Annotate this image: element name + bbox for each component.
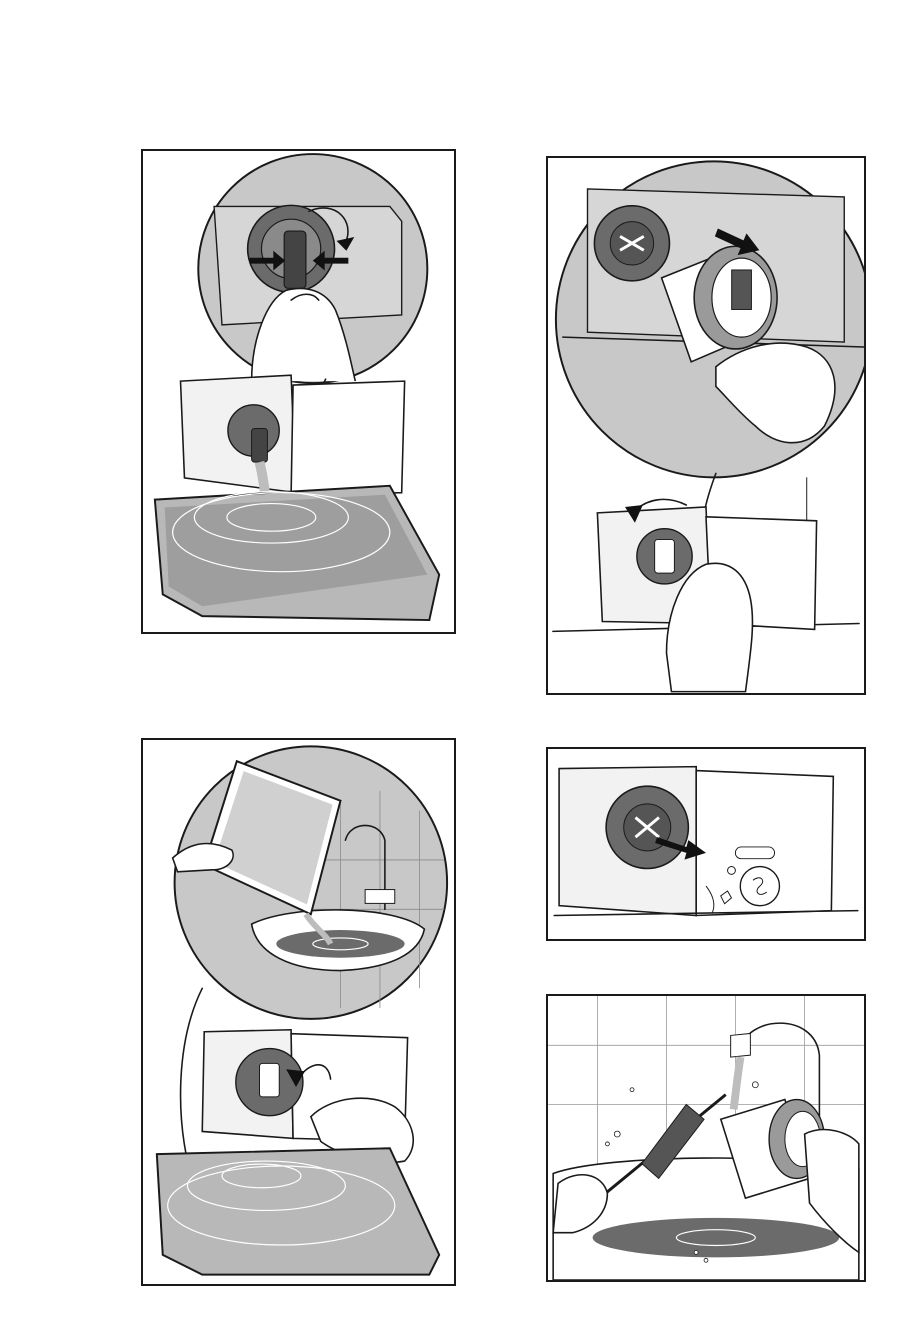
filter-removal-illustration (548, 158, 864, 693)
service-flap (291, 381, 405, 496)
clean-housing-illustration (548, 749, 864, 939)
panel-clean-pump-housing (546, 747, 866, 941)
panel-rinse-filter-with-brush (546, 994, 866, 1282)
panel-drain-emergency-hose (141, 149, 456, 634)
panel-empty-tray-into-sink (141, 738, 456, 1286)
panel-remove-pump-filter (546, 156, 866, 695)
rinse-filter-illustration (548, 996, 864, 1280)
water-tray-icon (157, 1148, 439, 1274)
drain-illustration (143, 151, 454, 632)
empty-tray-illustration (143, 740, 454, 1284)
